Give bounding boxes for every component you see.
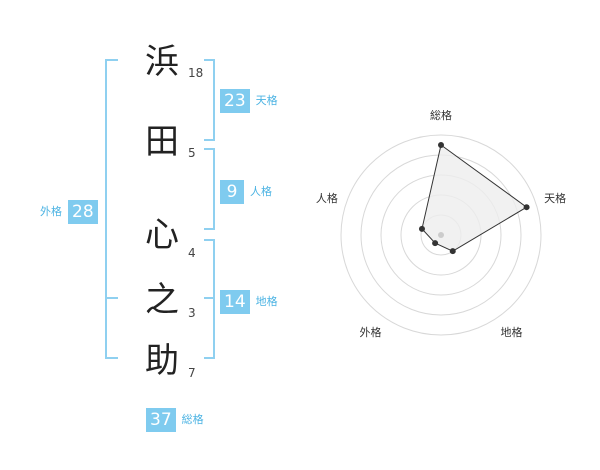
gaikaku-bracket [105, 59, 118, 359]
stroke-count-3: 4 [188, 246, 196, 260]
stroke-count-1: 18 [188, 66, 204, 80]
radar-point-5 [418, 225, 425, 232]
radar-point-3 [449, 248, 456, 255]
radar-axis-label-1: 総格 [430, 110, 452, 122]
tenkaku-badge: 23 天格 [220, 89, 278, 113]
tenkaku-value: 23 [220, 89, 250, 113]
stroke-count-5: 7 [188, 366, 196, 380]
radar-polygon [421, 144, 528, 252]
jinkaku-badge: 9 人格 [220, 180, 272, 204]
jinkaku-value: 9 [220, 180, 244, 204]
radar-point-2 [523, 204, 530, 211]
stroke-count-4: 3 [188, 306, 196, 320]
soukaku-label: 総格 [181, 413, 204, 426]
gaikaku-label: 外格 [40, 205, 62, 218]
chikaku-value: 14 [220, 290, 250, 314]
soukaku-value: 37 [146, 408, 176, 432]
tenkaku-bracket [204, 59, 215, 141]
name-char-2: 田 [145, 122, 179, 162]
radar-axis-label-3: 地格 [501, 325, 523, 339]
gaikaku-value: 28 [68, 200, 98, 224]
radar-points [418, 142, 530, 255]
chikaku-label: 地格 [255, 295, 278, 308]
radar-axis-label-4: 外格 [359, 325, 381, 339]
jinkaku-label: 人格 [250, 185, 272, 198]
stroke-count-2: 5 [188, 146, 196, 160]
gaikaku-badge: 28 外格 [40, 200, 98, 224]
name-char-1: 浜 [145, 42, 179, 82]
tenkaku-label: 天格 [255, 94, 278, 107]
radar-ring-5 [340, 134, 542, 336]
soukaku-badge: 37 総格 [146, 408, 204, 432]
radar-point-4 [432, 240, 439, 247]
radar-point-1 [438, 142, 444, 148]
radar-rings [340, 134, 542, 336]
name-char-4: 之 [145, 280, 179, 320]
chikaku-badge: 14 地格 [220, 290, 278, 314]
name-char-3: 心 [145, 215, 179, 255]
radar-axis-label-5: 人格 [316, 191, 338, 205]
radar-axis-label-2: 天格 [544, 191, 566, 205]
radar-center-dot [438, 232, 444, 238]
name-char-5: 助 [145, 341, 179, 381]
jinkaku-bracket [204, 148, 215, 230]
